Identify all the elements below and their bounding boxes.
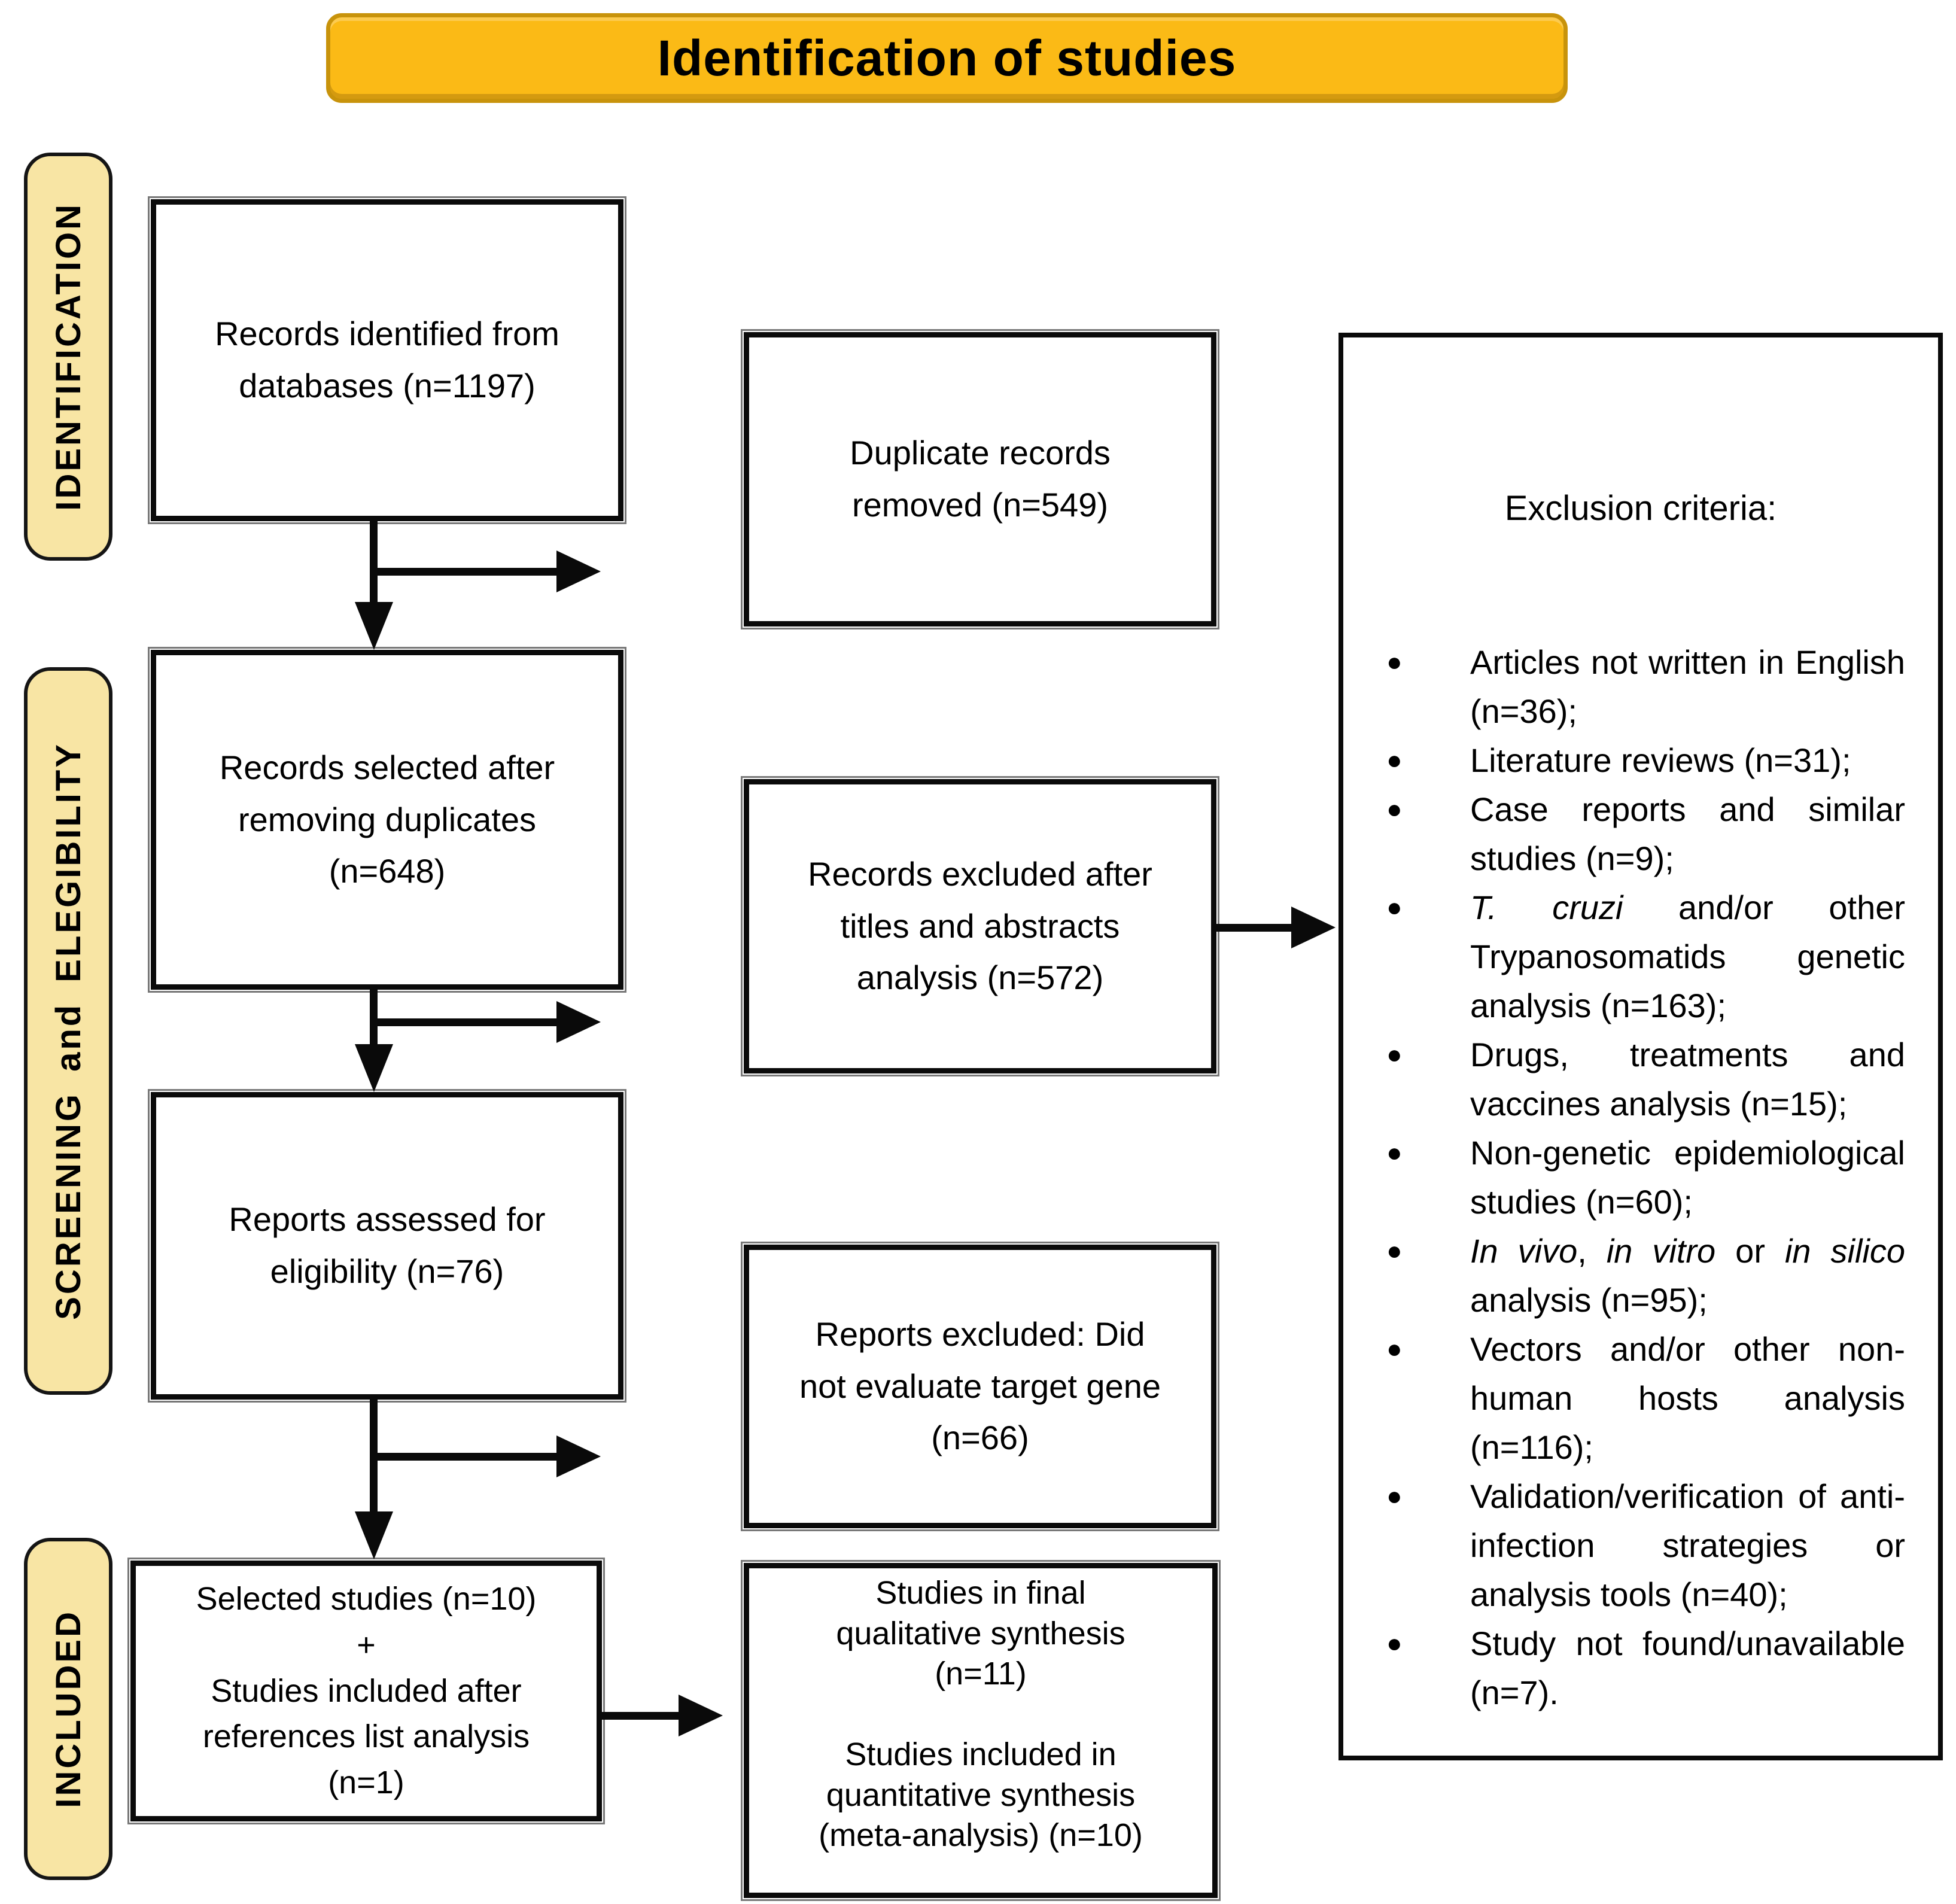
connector-excluded-to-criteria-arrowhead <box>1291 907 1336 948</box>
box-duplicates-removed-text: Duplicate records removed (n=549) <box>850 434 1111 524</box>
stage-label-included: INCLUDED <box>48 1610 88 1808</box>
stage-rail-screening-elegibility: SCREENING and ELEGIBILITY <box>24 667 112 1395</box>
connector-identified-to-selected-arrowhead <box>355 602 393 650</box>
exclusion-item: Study not found/unavailable (n=7). <box>1343 1619 1905 1717</box>
exclusion-item: Drugs, treatments and vaccines analysis … <box>1343 1030 1905 1129</box>
stage-rail-identification: IDENTIFICATION <box>24 153 112 561</box>
connector-excluded-to-criteria-line <box>1216 924 1291 932</box>
exclusion-item: Vectors and/or other non-human hosts ana… <box>1343 1325 1905 1472</box>
connector-selected-to-assessed-arrowhead <box>355 1044 393 1092</box>
connector-selected-to-synthesis-line <box>601 1712 679 1720</box>
connector-selected-to-synthesis-arrowhead <box>679 1695 723 1736</box>
connector-branch-target-gene-line <box>370 1453 556 1461</box>
box-final-synthesis-text: Studies in final qualitative synthesis (… <box>819 1575 1143 1853</box>
box-exclusion-criteria: Exclusion criteria: Articles not written… <box>1339 333 1943 1760</box>
diagram-title: Identification of studies <box>657 29 1237 86</box>
box-records-excluded-text: Records excluded after titles and abstra… <box>808 854 1152 997</box>
exclusion-item: Case reports and similar studies (n=9); <box>1343 785 1905 883</box>
box-records-selected-text: Records selected after removing duplicat… <box>219 748 555 890</box>
box-records-selected: Records selected after removing duplicat… <box>148 647 626 993</box>
box-records-excluded: Records excluded after titles and abstra… <box>741 776 1219 1076</box>
exclusion-item: Validation/verification of anti-infectio… <box>1343 1472 1905 1619</box>
connector-branch-target-gene-arrowhead <box>556 1435 601 1477</box>
exclusion-item: Literature reviews (n=31); <box>1343 736 1905 785</box>
exclusion-item: Non-genetic epidemiological studies (n=6… <box>1343 1129 1905 1227</box>
exclusion-list: Articles not written in English (n=36);L… <box>1343 638 1938 1717</box>
exclusion-item: T. cruzi and/or other Trypanosomatids ge… <box>1343 883 1905 1030</box>
box-records-identified-text: Records identified from databases (n=119… <box>215 315 559 404</box>
diagram-title-banner: Identification of studies <box>326 13 1568 103</box>
box-reports-excluded-text: Reports excluded: Did not evaluate targe… <box>799 1315 1161 1457</box>
connector-branch-duplicates-arrowhead <box>556 550 601 592</box>
box-duplicates-removed: Duplicate records removed (n=549) <box>741 329 1219 629</box>
box-final-synthesis: Studies in final qualitative synthesis (… <box>741 1560 1221 1901</box>
connector-assessed-to-included-arrowhead <box>355 1511 393 1559</box>
box-reports-assessed-text: Reports assessed for eligibility (n=76) <box>229 1200 546 1290</box>
box-selected-studies-text: Selected studies (n=10) + Studies includ… <box>196 1581 537 1800</box>
connector-branch-titles-abstracts-arrowhead <box>556 1001 601 1043</box>
stage-label-identification: IDENTIFICATION <box>48 202 88 511</box>
stage-label-screening-elegibility: SCREENING and ELEGIBILITY <box>48 742 88 1320</box>
connector-branch-titles-abstracts-line <box>370 1018 556 1026</box>
connector-branch-duplicates-line <box>370 568 556 576</box>
box-reports-excluded: Reports excluded: Did not evaluate targe… <box>741 1242 1219 1531</box>
exclusion-criteria-title: Exclusion criteria: <box>1504 489 1777 528</box>
box-reports-assessed: Reports assessed for eligibility (n=76) <box>148 1089 626 1403</box>
box-records-identified: Records identified from databases (n=119… <box>148 196 626 524</box>
exclusion-item: Articles not written in English (n=36); <box>1343 638 1905 736</box>
box-selected-studies: Selected studies (n=10) + Studies includ… <box>127 1558 605 1824</box>
stage-rail-included: INCLUDED <box>24 1538 112 1880</box>
exclusion-item: In vivo, in vitro or in silico analysis … <box>1343 1227 1905 1325</box>
connector-identified-to-selected-line <box>370 520 378 605</box>
